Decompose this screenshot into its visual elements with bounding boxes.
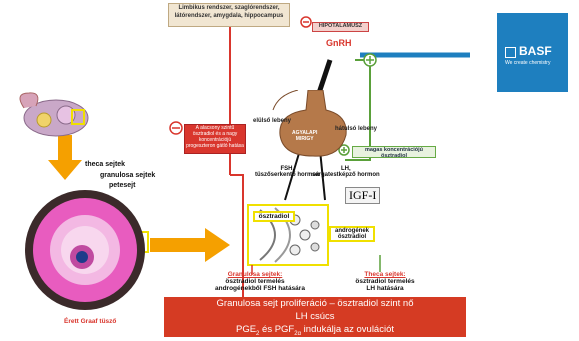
granulosa-caption-title: Granulosa sejtek:: [215, 271, 295, 278]
summary-line1: Granulosa sejt proliferáció – ösztradiol…: [164, 297, 466, 310]
basf-logo-tagline: We create chemistry: [505, 60, 550, 66]
estradiol-label: ösztradiol: [253, 211, 295, 222]
theca-caption-text: ösztradiol termelés LH hatására: [345, 278, 425, 292]
theca-caption-title: Theca sejtek:: [345, 271, 425, 278]
summary-line3-a: PGE: [236, 324, 256, 335]
limbic-system-box: Limbikus rendszer, szaglórendszer, látór…: [168, 3, 290, 27]
fsh-label: FSH, tüszőserkentő hormon: [255, 166, 320, 178]
pituitary-label: AGYALAPI MIRIGY: [292, 130, 317, 142]
gnrh-label: GnRH: [326, 38, 352, 48]
limbic-line1: Limbikus rendszer, szaglórendszer,: [169, 4, 289, 12]
summary-line2: LH csúcs: [164, 310, 466, 323]
theca-cells-label: theca sejtek: [85, 161, 125, 168]
summary-line3-b: és PGF: [259, 324, 294, 335]
summary-line3-c: indukálja az ovulációt: [301, 324, 394, 335]
anterior-lobe-label: elülső lebeny: [253, 118, 291, 125]
basf-logo: BASF We create chemistry: [497, 13, 568, 92]
igf-label: IGF-I: [345, 187, 380, 204]
basf-logo-name: BASF: [519, 44, 552, 58]
androgens-label: androgének ösztradiol: [329, 226, 375, 242]
positive-feedback-box: magas koncentrációjú ösztradiol: [352, 146, 436, 158]
lh-label: LH, sárgatestképző hormon: [312, 166, 380, 178]
posterior-lobe-label: hátulsó lebeny: [335, 126, 377, 133]
granulosa-caption-text: ösztradiol termelés androgénekből FSH ha…: [215, 278, 295, 292]
theca-caption: Theca sejtek: ösztradiol termelés LH hat…: [345, 271, 425, 292]
granulosa-caption: Granulosa sejtek: ösztradiol termelés an…: [215, 271, 295, 292]
inhibition-box: A alacsony szintű ösztradiol és a nagy k…: [184, 124, 246, 154]
graafian-follicle: [20, 185, 150, 315]
granulosa-cells-label: granulosa sejtek: [100, 172, 155, 179]
basf-logo-mark: [505, 47, 516, 58]
summary-line3: PGE2 és PGF2α indukálja az ovulációt: [164, 323, 466, 341]
mature-follicle-label: Érett Graaf tüsző: [64, 318, 116, 325]
hypothalamus-label: HIPOTALAMUSZ: [312, 22, 369, 32]
oocyte-label: petesejt: [109, 182, 135, 189]
summary-box: Granulosa sejt proliferáció – ösztradiol…: [164, 297, 466, 337]
limbic-line2: látórendszer, amygdala, hippocampus: [169, 12, 289, 20]
pituitary-gland: [268, 90, 358, 160]
orange-right-arrow: [150, 228, 230, 262]
ovary-illustration: [14, 88, 94, 148]
